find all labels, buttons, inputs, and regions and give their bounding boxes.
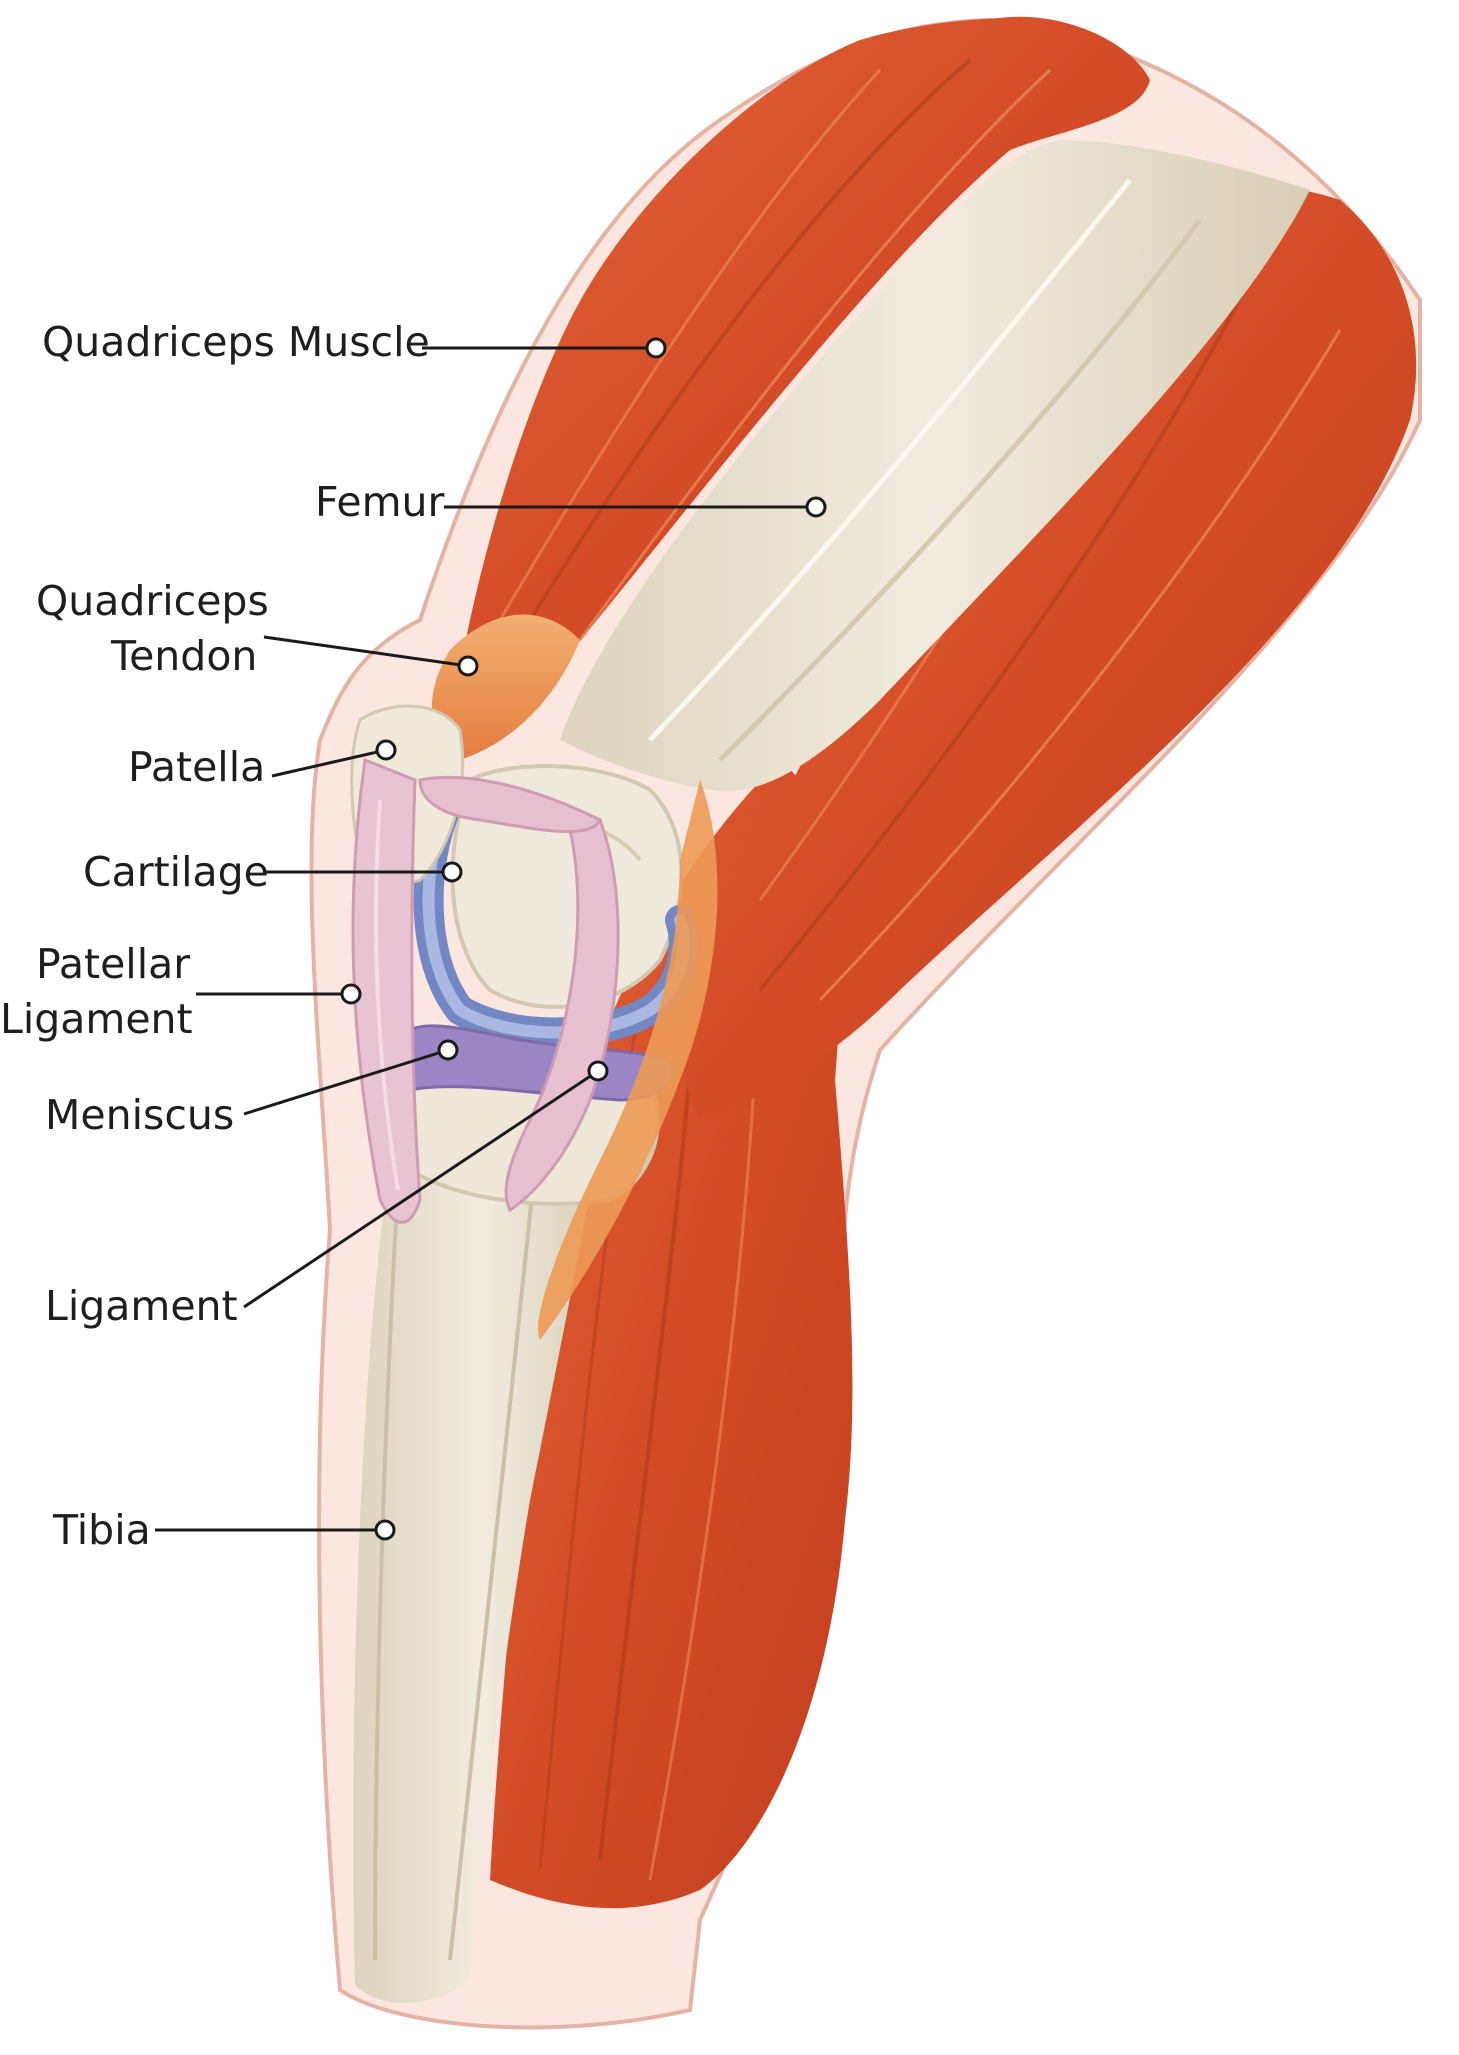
- quadriceps-tendon-marker: [457, 655, 479, 677]
- label-cartilage: Cartilage: [83, 848, 269, 896]
- femur-bone: [560, 140, 1310, 792]
- patellar-ligament: [351, 757, 422, 1224]
- quadriceps-muscle: [460, 16, 1150, 694]
- tibia-marker: [374, 1519, 396, 1541]
- hamstring-tendon: [538, 780, 718, 1340]
- cartilage-marker: [441, 861, 463, 883]
- meniscus-marker: [437, 1039, 459, 1061]
- quadriceps-muscle-marker: [645, 337, 667, 359]
- label-meniscus: Meniscus: [45, 1091, 234, 1139]
- label-quadriceps-tendon-line1: Quadriceps: [36, 577, 269, 625]
- patellar-ligament-marker: [340, 983, 362, 1005]
- femur-marker: [805, 496, 827, 518]
- quadriceps-tendon: [431, 614, 580, 760]
- annotation-layer: Quadriceps Muscle Femur Quadriceps Tendo…: [0, 318, 827, 1554]
- label-patellar-ligament-line2: Ligament: [0, 995, 193, 1043]
- label-tibia: Tibia: [52, 1506, 151, 1554]
- label-quadriceps-muscle: Quadriceps Muscle: [42, 318, 430, 366]
- label-patellar-ligament-line1: Patellar: [36, 940, 190, 988]
- label-ligament: Ligament: [45, 1282, 238, 1330]
- label-quadriceps-tendon-line2: Tendon: [110, 632, 257, 680]
- ligament-marker: [587, 1060, 609, 1082]
- patella-marker: [375, 739, 397, 761]
- label-patella: Patella: [128, 743, 265, 791]
- tibia-bone: [353, 1046, 610, 2004]
- label-femur: Femur: [315, 478, 444, 526]
